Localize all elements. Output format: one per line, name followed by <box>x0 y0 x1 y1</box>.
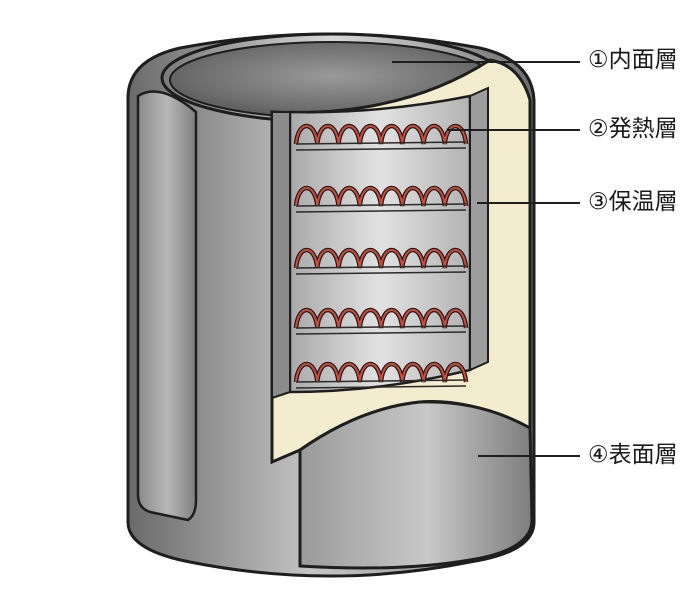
coil-row-rail <box>295 379 467 383</box>
coil-row-rail <box>295 147 467 151</box>
coil-row-rail <box>295 331 467 335</box>
coil-row-rail <box>295 271 467 275</box>
label-surface-layer: ④表面層 <box>588 442 678 468</box>
label-inner-layer: ①内面層 <box>588 47 678 73</box>
label-insulation-layer: ③保温層 <box>588 189 678 215</box>
inner-wall-edge <box>271 111 291 400</box>
coil-row-wire <box>295 125 467 145</box>
coil-row-rail <box>295 209 467 213</box>
coil-row-wire <box>295 363 467 383</box>
coil-row-wire <box>295 309 467 329</box>
label-heating-layer: ②発熱層 <box>588 116 678 142</box>
coil-row-rail <box>295 141 467 145</box>
bottom-wall <box>298 400 534 570</box>
right-wall-edge <box>469 86 489 372</box>
coil-row-rail <box>295 265 467 269</box>
coil-row-wire <box>295 187 467 207</box>
coil-row-rail <box>295 325 467 329</box>
coil-row-wire <box>295 249 467 269</box>
heating-wire-coils <box>293 123 469 389</box>
shell-seam-strip <box>136 90 198 522</box>
coil-row-rail <box>295 385 467 389</box>
coil-row-rail <box>295 203 467 207</box>
